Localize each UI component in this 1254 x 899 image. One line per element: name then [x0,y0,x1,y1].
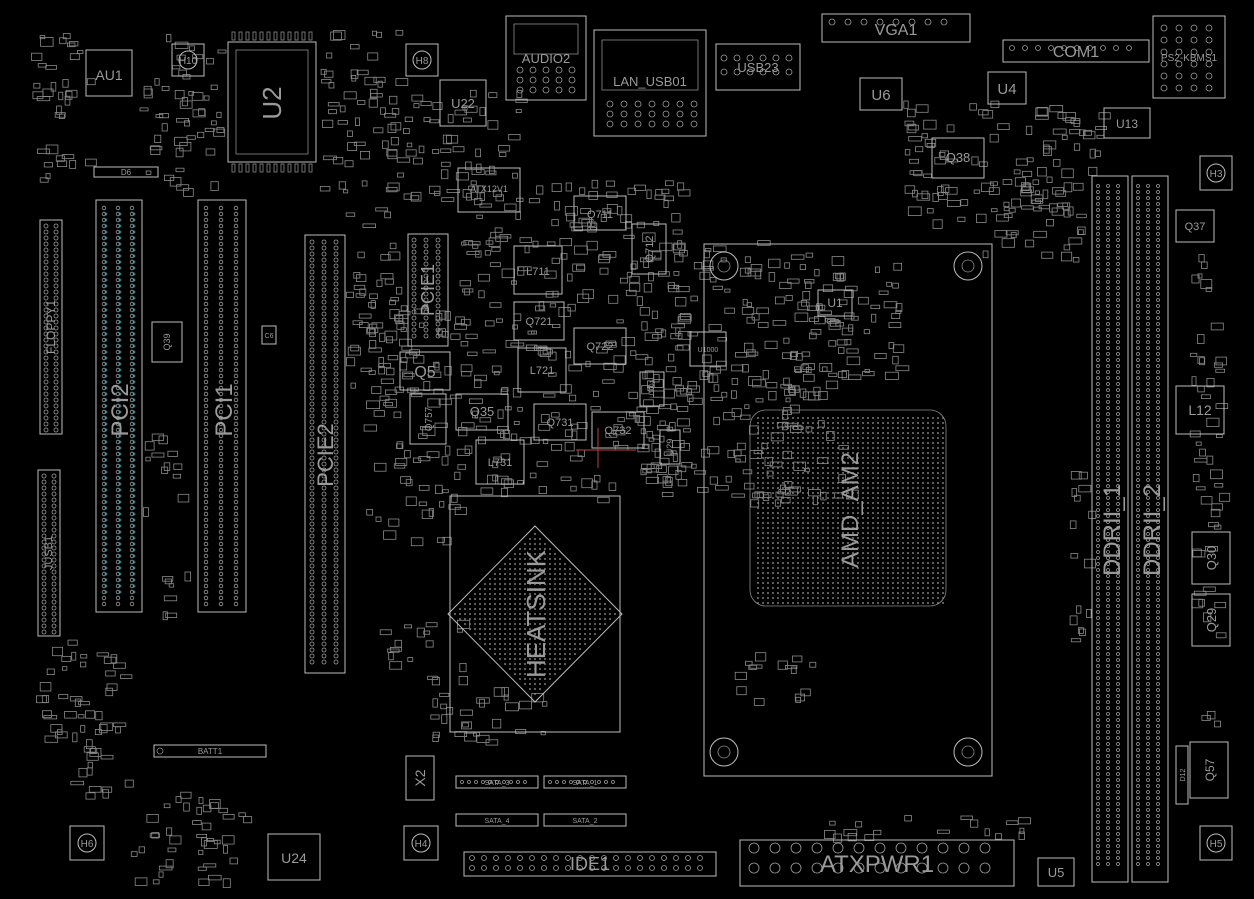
q721-mosfet: Q721 [513,301,565,341]
u2-chip: U2 [227,41,317,163]
q30-mosfet: Q30 [1191,531,1231,585]
audio2-connector: AUDIO2 [505,15,587,101]
l711-inductor: L711 [513,245,563,295]
u1001-chip: U1001 [639,371,665,407]
sata-connector-2: SATA_1 [543,775,627,789]
pci2-slot: PCI2 [95,199,143,613]
q731-mosfet: Q731 [533,403,587,441]
q757-mosfet: Q757 [409,393,447,445]
h4-mount-hole: H4 [403,825,439,861]
u1-chip: U1 [817,289,853,317]
heatsink-chipset: HEATSINK [447,495,623,733]
d6-diode: D6 [93,166,159,178]
q35-mosfet: Q35 [455,393,509,431]
d12-diode: D12 [1175,745,1189,805]
usb23-connector: USB23 [715,43,801,91]
vga-connector: VGA1 [821,13,971,43]
atx12v-connector: ATX12V1 [457,167,521,213]
au1-chip: AU1 [85,49,133,97]
l12-inductor: L12 [1175,385,1225,435]
q57-mosfet: Q57 [1189,741,1229,799]
jusb-header: JUSB1 [37,469,61,637]
u24-chip: U24 [267,833,321,881]
lan-usb-connector: LAN_USB01 [593,29,707,137]
cpu-socket: AMD_AM2 [703,243,993,777]
q29-mosfet: Q29 [1191,593,1231,647]
h6-mount-hole: H6 [69,825,105,861]
c6-capacitor: C6 [261,325,277,345]
sata-connector-4: SATA_2 [543,813,627,827]
q711-mosfet: Q711 [573,195,627,231]
l721-inductor: L721 [517,347,567,393]
q5-mosfet: Q5 [399,351,451,391]
q37-mosfet: Q37 [1175,209,1215,243]
u6-chip: U6 [859,77,903,111]
h10-mount-hole: H10 [171,43,205,77]
pcie2-slot: PCIE2 [304,234,346,674]
q38-mosfet: Q38 [931,137,985,179]
u29-chip: U29 [659,429,681,465]
ddr2-slot: DDRII_2 [1131,175,1169,883]
pcie1-slot: PCIE1 [407,233,449,347]
l731-inductor: L731 [475,439,525,485]
q39-mosfet: Q39 [151,321,183,363]
battery-holder: BATT1 [153,744,267,758]
h3-mount-hole: H3 [1199,155,1233,191]
u1000-chip: U1000 [689,331,727,367]
h5-mount-hole: H5 [1199,825,1233,861]
sata-connector-3: SATA_4 [455,813,539,827]
ide-connector: IDE1 [463,851,717,877]
atxpwr-connector: ATXPWR1 [739,839,1015,887]
generated-footprints [31,18,1231,888]
u22-chip: U22 [439,79,487,127]
q732-mosfet: Q732 [576,411,645,468]
u4-chip: U4 [987,71,1027,105]
floppy-connector: FLOPPY1 [39,219,63,435]
sata-connector-1: SATA_3 [455,775,539,789]
h8-mount-hole: H8 [405,43,439,77]
q712-mosfet: Q712 [631,223,667,275]
ps2-connector: PS2-KBMS1 [1152,15,1226,99]
x2-crystal: X2 [405,755,435,801]
u13-chip: U13 [1103,107,1151,139]
pci1-slot: PCI1 [197,199,247,613]
q722-mosfet: Q722 [573,327,627,365]
u5-chip: U5 [1037,857,1075,887]
ddr1-slot: DDRII_1 [1091,175,1129,883]
com-connector: COM1 [1002,39,1150,63]
